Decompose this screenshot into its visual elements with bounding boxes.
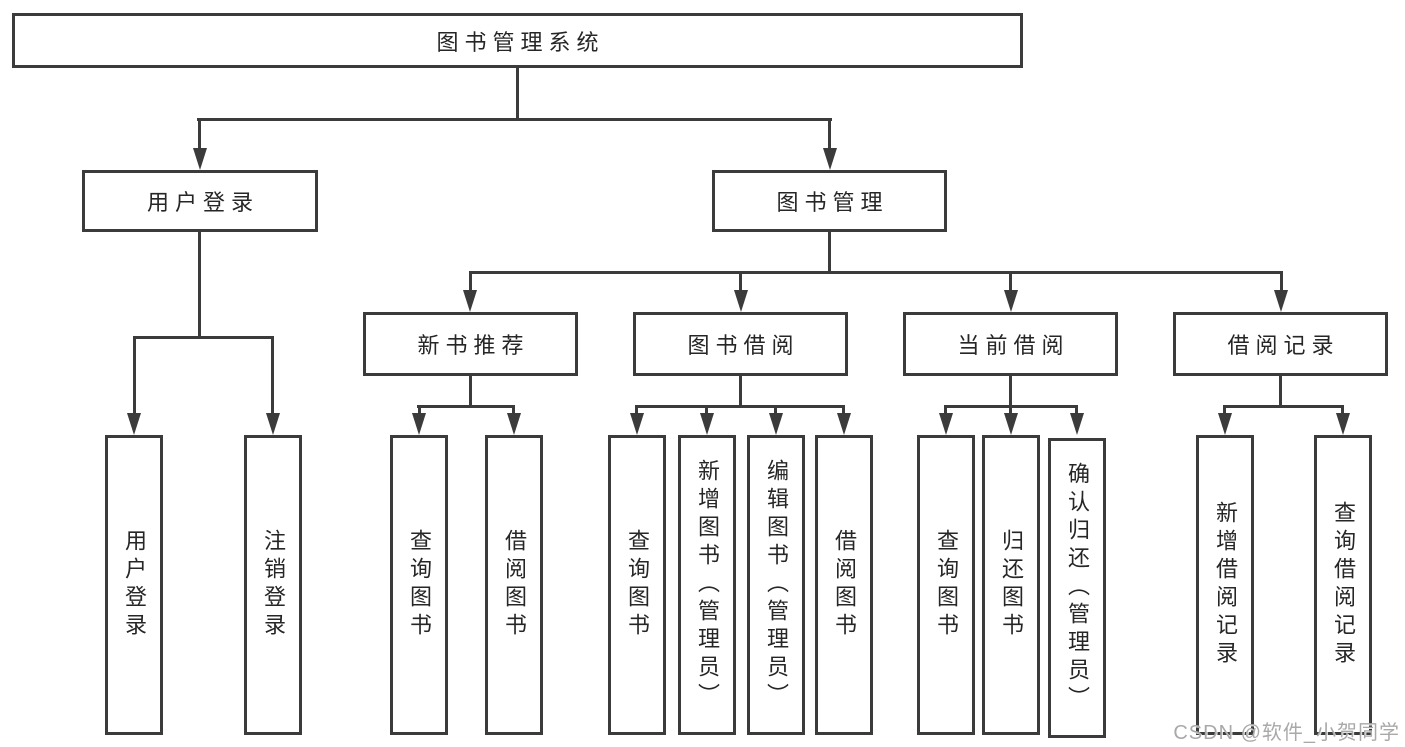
arrowhead-down-icon xyxy=(734,290,748,312)
leaf-confirm-return-admin: 确认归还（管理员） xyxy=(1048,438,1106,738)
node-library-system-label: 图书管理系统 xyxy=(436,29,605,55)
node-borrowing-records-label: 借阅记录 xyxy=(1227,333,1340,358)
connector-line xyxy=(828,232,831,273)
connector-line xyxy=(198,232,201,336)
arrowhead-down-icon xyxy=(266,413,280,435)
connector-line xyxy=(1075,405,1078,417)
arrowhead-down-icon xyxy=(127,413,141,435)
arrowhead-down-icon xyxy=(700,413,714,435)
connector-line xyxy=(469,376,472,408)
leaf-current-query-books: 查询图书 xyxy=(917,435,975,735)
node-book-management-label: 图书管理 xyxy=(776,190,889,215)
leaf-add-borrow-record-label: 新增借阅记录 xyxy=(1213,501,1238,669)
leaf-user-login: 用户登录 xyxy=(105,435,163,735)
leaf-borrowing-query-books-label: 查询图书 xyxy=(625,529,650,641)
arrowhead-down-icon xyxy=(939,413,953,435)
arrowhead-down-icon xyxy=(412,413,426,435)
leaf-confirm-return-admin-label: 确认归还（管理员） xyxy=(1065,462,1090,714)
connector-line xyxy=(635,405,845,408)
node-borrowing-records: 借阅记录 xyxy=(1173,312,1388,376)
connector-line xyxy=(1280,271,1283,295)
arrowhead-down-icon xyxy=(463,290,477,312)
arrowhead-down-icon xyxy=(823,148,837,170)
node-user-login: 用户登录 xyxy=(82,170,318,232)
connector-line xyxy=(944,405,947,417)
arrowhead-down-icon xyxy=(1004,413,1018,435)
leaf-add-borrow-record: 新增借阅记录 xyxy=(1196,435,1254,735)
node-book-management: 图书管理 xyxy=(712,170,947,232)
leaf-query-borrow-record-label: 查询借阅记录 xyxy=(1331,501,1356,669)
leaf-add-books-admin-label: 新增图书（管理员） xyxy=(695,459,720,711)
connector-line xyxy=(512,405,515,417)
connector-line xyxy=(1009,376,1012,408)
arrowhead-down-icon xyxy=(1274,290,1288,312)
node-user-login-label: 用户登录 xyxy=(146,190,259,215)
connector-line xyxy=(1279,376,1282,408)
leaf-recommend-query-books-label: 查询图书 xyxy=(407,529,432,641)
leaf-edit-books-admin: 编辑图书（管理员） xyxy=(747,435,805,735)
connector-line xyxy=(1223,405,1226,417)
node-current-borrowing: 当前借阅 xyxy=(903,312,1118,376)
connector-line xyxy=(198,118,201,153)
arrowhead-down-icon xyxy=(1004,290,1018,312)
leaf-logout-label: 注销登录 xyxy=(261,529,286,641)
arrowhead-down-icon xyxy=(1336,413,1350,435)
csdn-watermark: CSDN @软件_小贺同学 xyxy=(1173,722,1400,744)
arrowhead-down-icon xyxy=(193,148,207,170)
connector-line xyxy=(739,376,742,408)
node-new-book-recommend-label: 新书推荐 xyxy=(417,333,530,358)
leaf-current-query-books-label: 查询图书 xyxy=(934,529,959,641)
leaf-recommend-borrow-books-label: 借阅图书 xyxy=(502,529,527,641)
leaf-borrowing-borrow-books: 借阅图书 xyxy=(815,435,873,735)
connector-line xyxy=(739,271,742,295)
connector-line xyxy=(516,68,519,118)
connector-line xyxy=(271,336,274,421)
connector-line xyxy=(1341,405,1344,417)
node-book-borrowing-label: 图书借阅 xyxy=(687,333,800,358)
connector-line xyxy=(469,271,472,295)
arrowhead-down-icon xyxy=(630,413,644,435)
arrowhead-down-icon xyxy=(1070,413,1084,435)
leaf-add-books-admin: 新增图书（管理员） xyxy=(678,435,736,735)
connector-line xyxy=(1009,271,1012,295)
connector-line xyxy=(705,405,708,417)
connector-line xyxy=(828,118,831,153)
connector-line xyxy=(197,118,832,121)
leaf-query-borrow-record: 查询借阅记录 xyxy=(1314,435,1372,735)
leaf-return-books-label: 归还图书 xyxy=(999,529,1024,641)
leaf-logout: 注销登录 xyxy=(244,435,302,735)
connector-line xyxy=(1009,405,1012,417)
leaf-user-login-label: 用户登录 xyxy=(122,529,147,641)
connector-line xyxy=(417,405,515,408)
connector-line xyxy=(635,405,638,417)
connector-line xyxy=(418,405,421,417)
leaf-borrowing-borrow-books-label: 借阅图书 xyxy=(832,529,857,641)
connector-line xyxy=(133,336,274,339)
node-new-book-recommend: 新书推荐 xyxy=(363,312,578,376)
leaf-return-books: 归还图书 xyxy=(982,435,1040,735)
arrowhead-down-icon xyxy=(507,413,521,435)
leaf-recommend-query-books: 查询图书 xyxy=(390,435,448,735)
node-library-system: 图书管理系统 xyxy=(12,13,1023,68)
leaf-borrowing-query-books: 查询图书 xyxy=(608,435,666,735)
connector-line xyxy=(133,336,136,421)
connector-line xyxy=(469,271,1283,274)
arrowhead-down-icon xyxy=(769,413,783,435)
leaf-edit-books-admin-label: 编辑图书（管理员） xyxy=(764,459,789,711)
node-book-borrowing: 图书借阅 xyxy=(633,312,848,376)
node-current-borrowing-label: 当前借阅 xyxy=(957,333,1070,358)
connector-line xyxy=(842,405,845,417)
arrowhead-down-icon xyxy=(1218,413,1232,435)
arrowhead-down-icon xyxy=(837,413,851,435)
connector-line xyxy=(1223,405,1344,408)
connector-line xyxy=(774,405,777,417)
leaf-recommend-borrow-books: 借阅图书 xyxy=(485,435,543,735)
